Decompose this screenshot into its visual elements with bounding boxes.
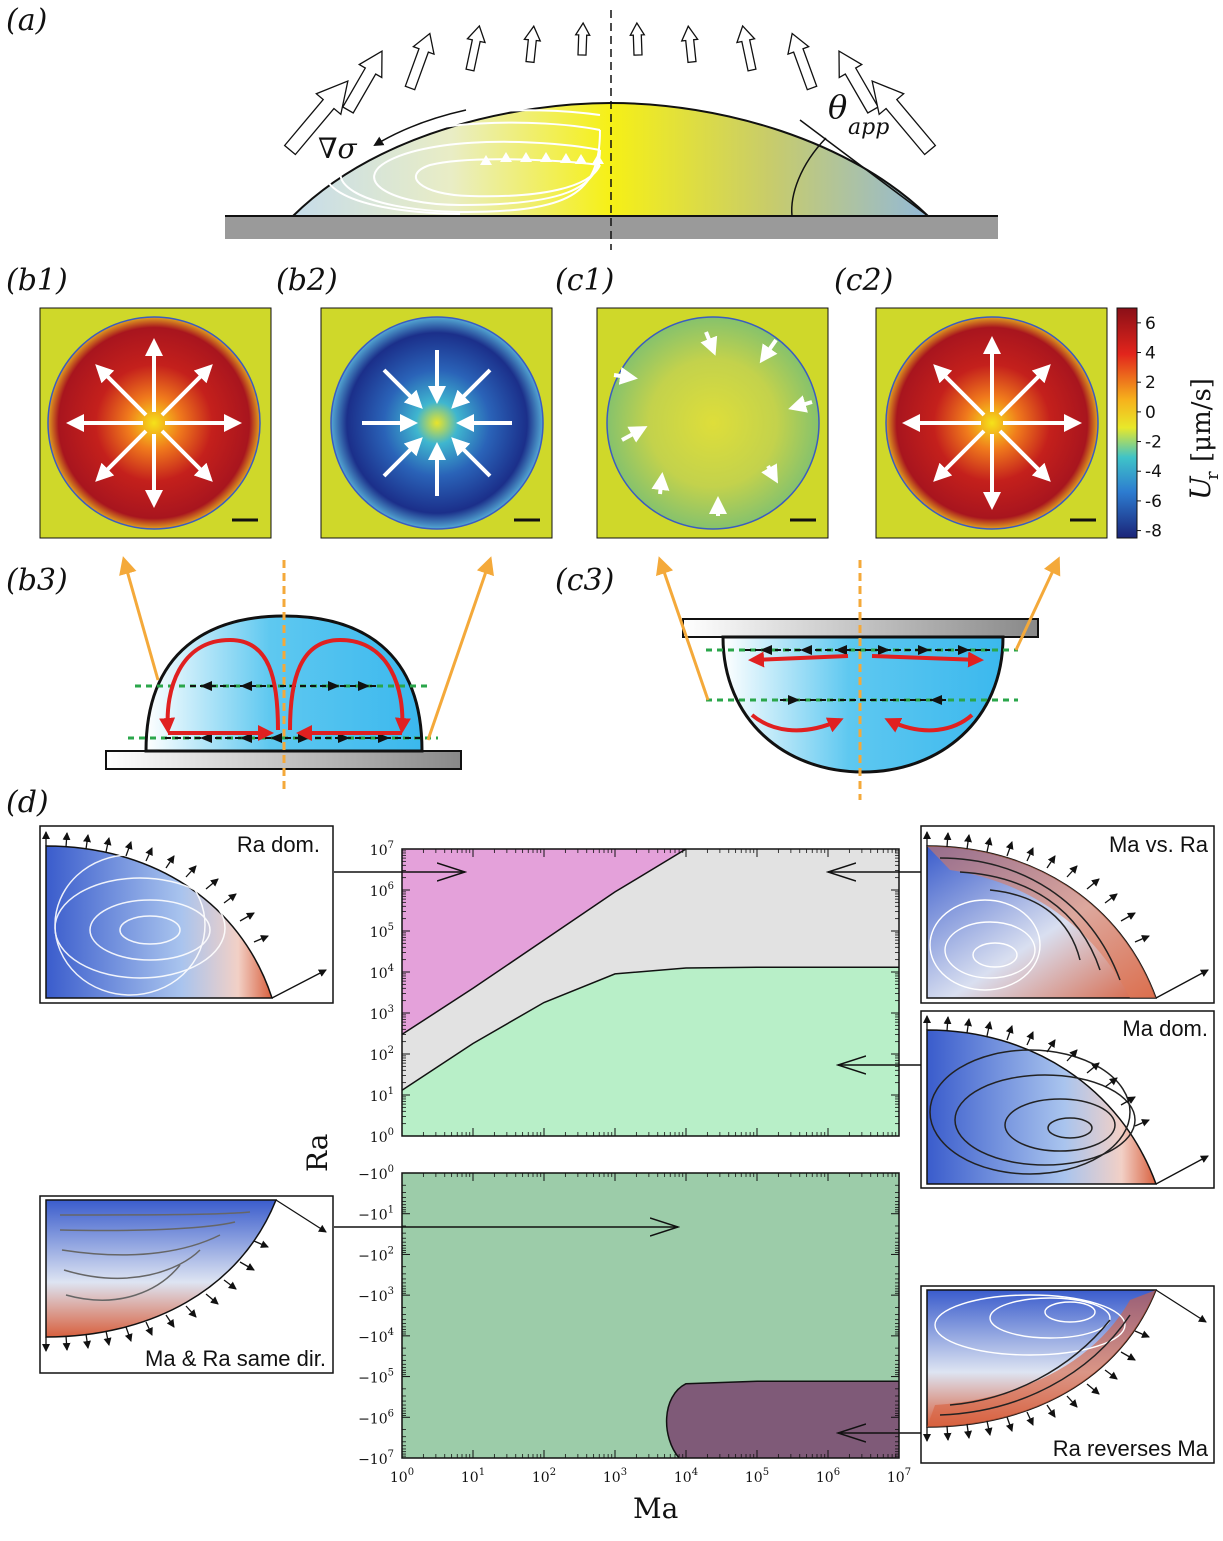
chart-top-axes: 100 101 102 103 104 105 106 107 [370, 840, 900, 1146]
y-tick-label: 100 [370, 1127, 394, 1146]
colorbar-tick-label: -8 [1145, 522, 1162, 542]
y-tick-label: −106 [358, 1408, 394, 1427]
plot-frame [401, 848, 900, 1137]
boundary-ra-dom [401, 848, 687, 1036]
panel-label-c2: (c2) [834, 263, 893, 298]
x-tick-label: 105 [745, 1467, 769, 1486]
panel-c1-velocity-map [596, 307, 829, 539]
x-tick-label: 107 [887, 1467, 911, 1486]
panel-b2-velocity-map [320, 307, 553, 539]
stream-arrowheads [480, 152, 604, 165]
evaporation-arrows [283, 21, 937, 156]
inset-ma-vs-ra: Ma vs. Ra [920, 825, 1215, 1004]
tangent-line [799, 119, 929, 217]
inset-label-same-direction: Ma & Ra same dir. [145, 1346, 326, 1371]
colorbar-ticks: 6 4 2 0 -2 -4 -6 -8 [1137, 314, 1162, 542]
inset-label-ra-dom: Ra dom. [237, 832, 320, 857]
panel-label-c3: (c3) [555, 563, 614, 598]
colorbar-tick-label: 0 [1145, 403, 1156, 423]
inset-same-direction: Ma & Ra same dir. [39, 1195, 334, 1374]
colorbar: 6 4 2 0 -2 -4 -6 -8 U r [μm/s] [1116, 307, 1223, 542]
x-tick-label: 103 [603, 1467, 627, 1486]
colorbar-tick-label: -4 [1145, 462, 1162, 482]
y-tick-label: 103 [370, 1004, 394, 1023]
inset-ra-dom: Ra dom. [39, 825, 334, 1004]
panel-label-c1: (c1) [555, 263, 614, 298]
colorbar-tick-label: 6 [1145, 314, 1156, 334]
marangoni-arrow [373, 109, 467, 147]
colorbar-tick-label: 4 [1145, 344, 1156, 364]
boundary-ra-reverses [665, 1380, 899, 1459]
y-tick-label: −103 [358, 1286, 394, 1305]
panel-label-b2: (b2) [276, 263, 338, 298]
panel-c2-velocity-map [875, 307, 1108, 539]
inset-ra-reverses-ma: Ra reverses Ma [920, 1285, 1215, 1464]
panel-a-droplet: ∇σ θ app [225, 10, 998, 250]
y-tick-label: 104 [370, 963, 394, 982]
y-tick-label: −104 [358, 1327, 394, 1346]
substrate [225, 216, 998, 239]
colorbar-tick-label: -6 [1145, 492, 1162, 512]
theta-subscript: app [848, 115, 889, 140]
colorbar-label-sub: r [1202, 471, 1223, 480]
y-tick-label: −105 [358, 1368, 394, 1387]
theta-label: θ [828, 88, 847, 126]
region-ra-reverses-ma [666, 1381, 899, 1458]
x-tick-label: 106 [816, 1467, 840, 1486]
y-tick-label: −100 [358, 1164, 394, 1183]
inset-ma-dom: Ma dom. [920, 1010, 1215, 1189]
panel-label-a: (a) [6, 3, 47, 38]
colorbar-label-unit: [μm/s] [1187, 378, 1217, 462]
y-tick-label: 101 [370, 1086, 394, 1105]
grad-sigma-label: ∇σ [318, 132, 358, 165]
inset-label-ma-dom: Ma dom. [1122, 1016, 1208, 1041]
y-tick-label: −107 [358, 1449, 394, 1468]
chart-top-positive-ra: 100 101 102 103 104 105 106 107 [370, 840, 900, 1146]
panel-c3-pendant-drop [656, 556, 1061, 800]
y-tick-label: 105 [370, 922, 394, 941]
inset-label-ra-reverses-ma: Ra reverses Ma [1053, 1436, 1209, 1461]
y-tick-label: −101 [358, 1205, 394, 1224]
angle-arc [791, 137, 827, 217]
panel-label-b3: (b3) [6, 563, 68, 598]
x-tick-label: 101 [461, 1467, 485, 1486]
colorbar-tick-label: 2 [1145, 373, 1156, 393]
plot-frame [401, 1172, 900, 1459]
panel-label-b1: (b1) [6, 263, 68, 298]
x-tick-label: 104 [674, 1467, 698, 1486]
inset-label-ma-vs-ra: Ma vs. Ra [1109, 832, 1209, 857]
connector-arrows [334, 872, 921, 1433]
x-axis-title: Ma [633, 1492, 678, 1525]
panel-label-d: (d) [6, 785, 49, 820]
y-axis-title: Ra [301, 1134, 334, 1172]
colorbar-label-main: U [1184, 475, 1217, 500]
x-tick-label: 102 [532, 1467, 556, 1486]
y-tick-label: −102 [358, 1245, 394, 1264]
y-tick-label: 107 [370, 840, 394, 859]
panel-b1-velocity-map [39, 307, 272, 539]
panel-b3-sessile-drop [105, 556, 494, 792]
colorbar-tick-label: -2 [1145, 433, 1162, 453]
x-tick-label: 100 [390, 1467, 414, 1486]
y-tick-label: 102 [370, 1045, 394, 1064]
y-tick-label: 106 [370, 881, 394, 900]
boundary-ma-dom [401, 966, 899, 1091]
